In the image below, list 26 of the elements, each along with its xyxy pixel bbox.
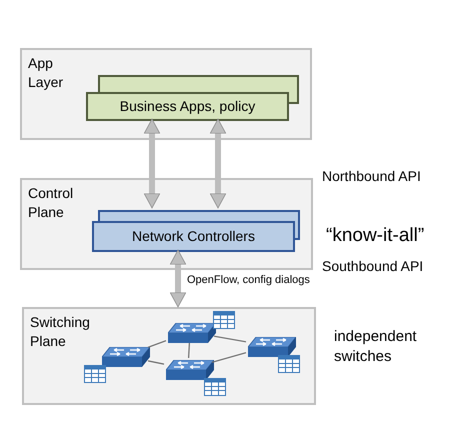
stacked-box [92,210,300,252]
link-line [148,340,166,348]
annotation-text: Northbound API [322,167,422,186]
link-line [188,342,190,358]
switch-icon [168,323,216,345]
annotation-text: Southbound API [322,257,424,276]
switch-icon [102,347,150,369]
double-arrow [144,118,160,208]
double-arrow [210,118,226,208]
link-line [214,336,246,342]
layer-panel [20,178,313,270]
switch-icon [166,360,214,382]
link-line [148,360,164,365]
layer-title: App Layer [28,54,64,92]
layer-panel [20,48,312,140]
annotation-text: independent switches [334,327,418,367]
box-label: Network Controllers [132,227,255,246]
double-arrow [170,250,186,308]
link-line [212,352,246,363]
layer-panel [22,307,316,405]
annotation-text: “know-it-all” [326,224,426,248]
box-label: Business Apps, policy [120,97,256,116]
stacked-box [86,75,299,121]
layer-title: Switching Plane [30,313,91,351]
switch-icon [248,337,296,359]
layer-title: Control Plane [28,184,74,222]
